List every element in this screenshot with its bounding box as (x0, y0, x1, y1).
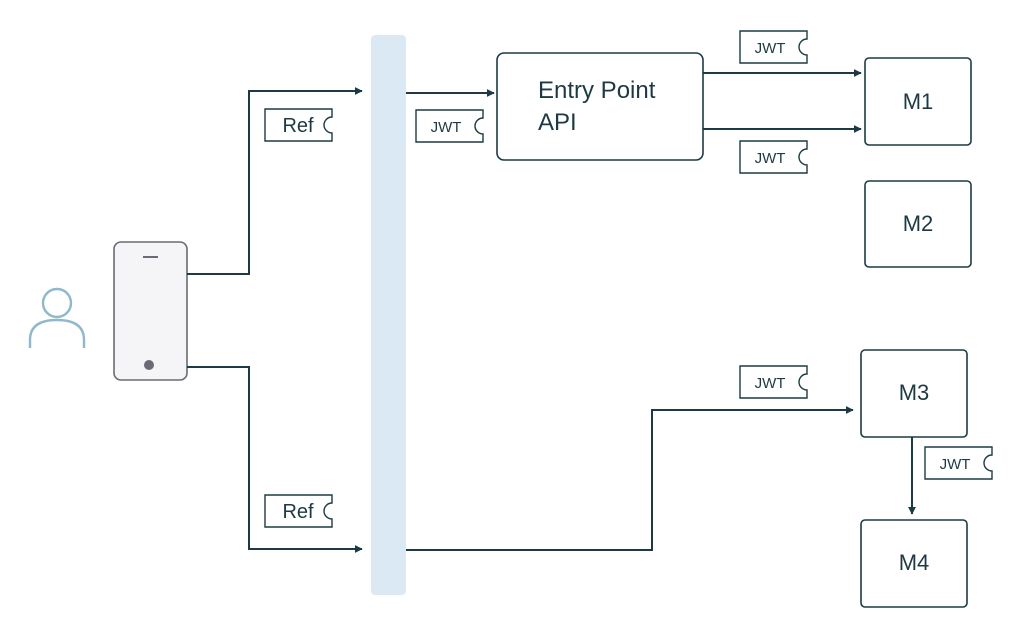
jwt-token-m3-m4-label: JWT (940, 456, 971, 473)
service-m1-box: M1 (864, 57, 972, 146)
entry-point-label-line1: Entry Point (538, 77, 656, 104)
service-m1-label: M1 (903, 89, 934, 114)
phone-to-gateway-top-arrow (187, 87, 363, 275)
gateway-bar (371, 35, 406, 595)
ref-token-top: Ref (264, 108, 333, 142)
jwt-token-gateway-m3: JWT (739, 365, 808, 399)
jwt-token-entry-m1-top: JWT (739, 30, 808, 64)
service-m4-label: M4 (899, 550, 930, 575)
service-m2-box: M2 (864, 180, 972, 268)
phone-to-gateway-bottom-arrow (187, 366, 363, 553)
entry-point-label-line2: API (538, 109, 577, 136)
jwt-token-entry-m1-top-label: JWT (755, 40, 786, 57)
service-m3-box: M3 (860, 349, 968, 438)
service-m4-box: M4 (860, 519, 968, 608)
jwt-token-gateway-m3-label: JWT (755, 375, 786, 392)
gateway-to-m3-arrow (406, 406, 854, 551)
service-m3-label: M3 (899, 380, 930, 405)
ref-token-bottom: Ref (264, 494, 333, 528)
jwt-token-gateway-entry-label: JWT (431, 119, 462, 136)
jwt-token-gateway-entry: JWT (415, 109, 484, 143)
mobile-phone-icon (113, 241, 188, 381)
service-m2-label: M2 (903, 211, 934, 236)
user-icon (28, 287, 86, 348)
jwt-token-entry-m1-bottom-label: JWT (755, 150, 786, 167)
ref-token-bottom-label: Ref (282, 501, 314, 523)
jwt-token-entry-m1-bottom: JWT (739, 140, 808, 174)
entry-point-api-box: Entry Point API (496, 52, 704, 161)
ref-token-top-label: Ref (282, 115, 314, 137)
jwt-token-m3-m4: JWT (924, 446, 993, 480)
